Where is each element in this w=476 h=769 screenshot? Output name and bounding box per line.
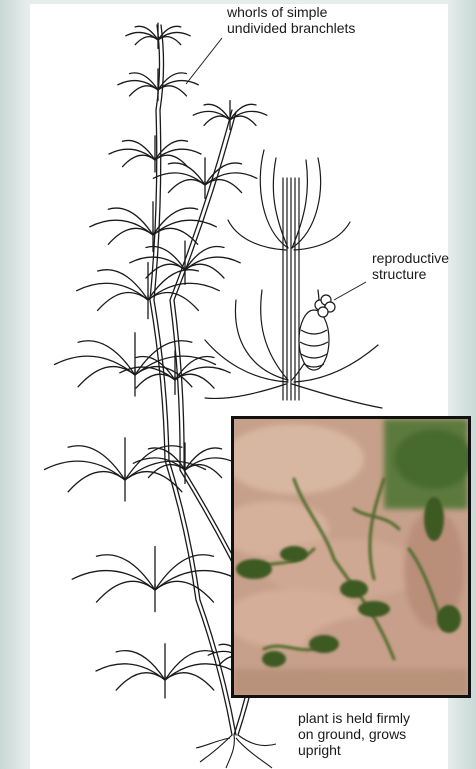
photo-image xyxy=(234,419,468,695)
label-reproductive-structure: reproductive structure xyxy=(372,250,449,282)
label-anchored-upright: plant is held firmly on ground, grows up… xyxy=(298,710,410,758)
callout-lines xyxy=(186,38,366,300)
node-detail xyxy=(205,150,382,408)
reproductive-structure-icon xyxy=(299,295,335,370)
plant-photo xyxy=(231,416,471,698)
label-whorls: whorls of simple undivided branchlets xyxy=(227,4,355,36)
roots xyxy=(196,735,276,768)
